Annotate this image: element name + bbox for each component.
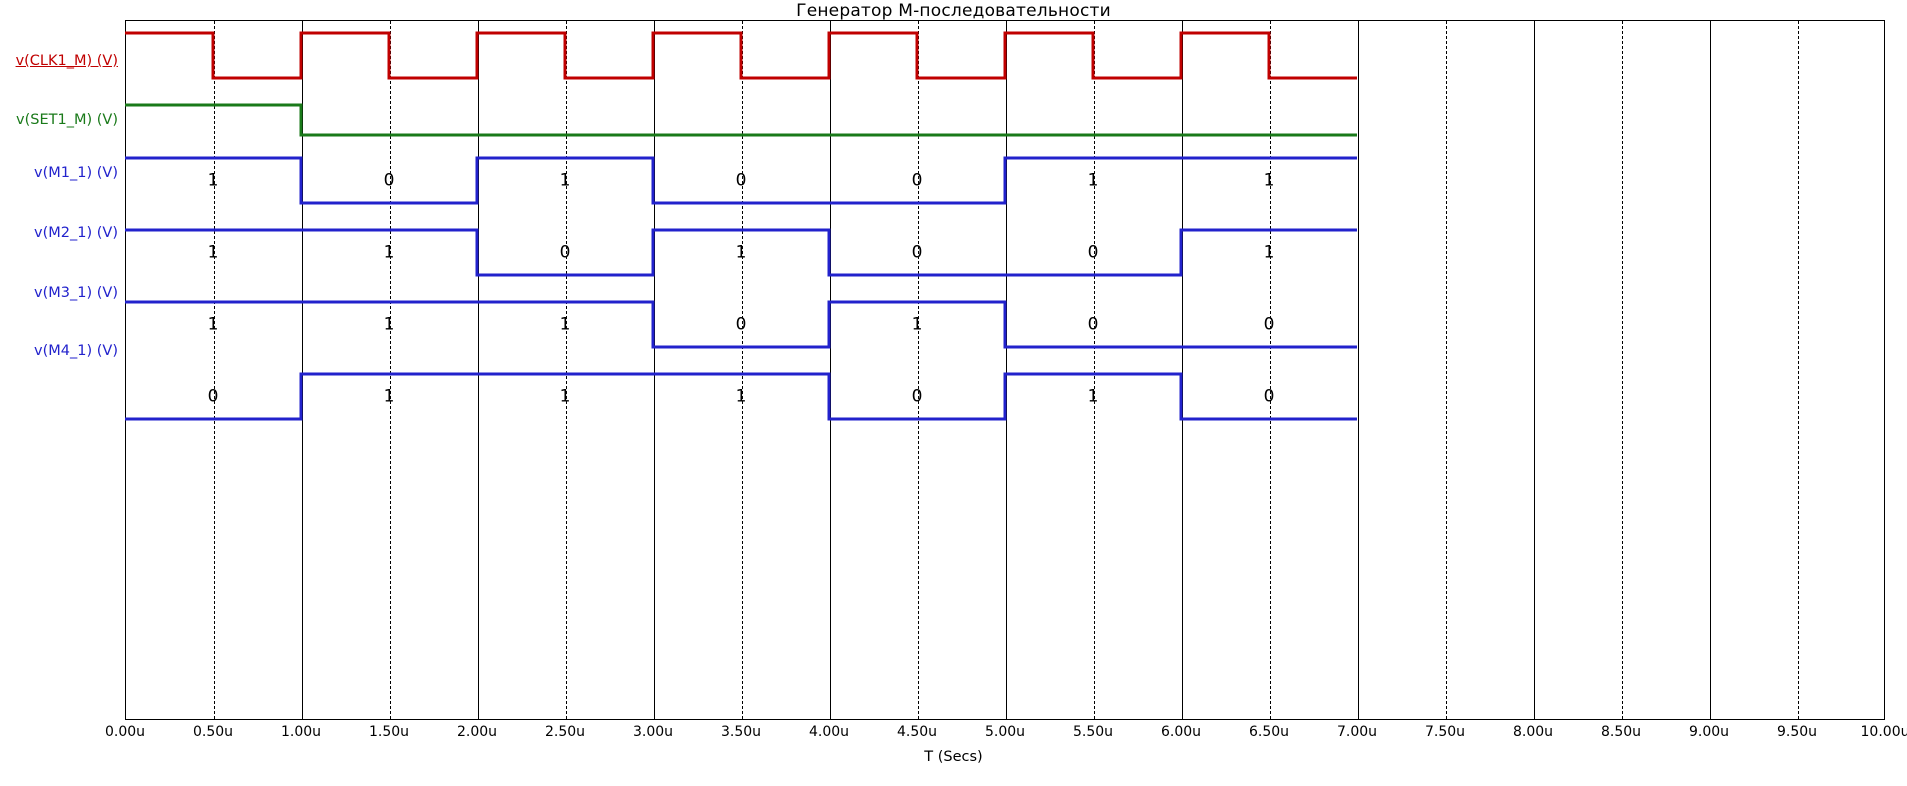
- bit-value: 0: [1087, 242, 1099, 262]
- bit-value: 0: [735, 170, 747, 190]
- x-tick-label: 9.50u: [1776, 724, 1818, 740]
- signal-label-vm3_1v[interactable]: v(M3_1) (V): [34, 285, 118, 301]
- signal-label-vm1_1v[interactable]: v(M1_1) (V): [34, 165, 118, 181]
- bit-value: 0: [1263, 386, 1275, 406]
- x-tick-label: 3.00u: [632, 724, 674, 740]
- x-tick-label: 2.50u: [544, 724, 586, 740]
- gridline-major: [830, 21, 831, 719]
- bit-value: 0: [559, 242, 571, 262]
- x-tick-label: 6.00u: [1160, 724, 1202, 740]
- x-tick-label: 3.50u: [720, 724, 762, 740]
- bit-value: 0: [911, 242, 923, 262]
- signal-label-vset1_mv[interactable]: v(SET1_M) (V): [16, 112, 118, 128]
- gridline-major: [478, 21, 479, 719]
- bit-value: 1: [735, 242, 747, 262]
- bit-value: 1: [383, 242, 395, 262]
- page-title: Генератор М-последовательности: [796, 1, 1111, 21]
- x-tick-label: 5.50u: [1072, 724, 1114, 740]
- gridline-major: [1006, 21, 1007, 719]
- bit-value: 1: [911, 314, 923, 334]
- bit-value: 0: [911, 170, 923, 190]
- x-tick-label: 7.00u: [1336, 724, 1378, 740]
- x-tick-label: 10.00u: [1860, 724, 1907, 740]
- bit-value: 1: [383, 386, 395, 406]
- x-tick-label: 6.50u: [1248, 724, 1290, 740]
- gridline-minor: [742, 21, 743, 719]
- bit-value: 1: [1263, 170, 1275, 190]
- bit-value: 1: [559, 314, 571, 334]
- bit-value: 0: [1263, 314, 1275, 334]
- x-axis-title: T (Secs): [924, 749, 983, 765]
- x-tick-label: 5.00u: [984, 724, 1026, 740]
- signal-label-vm4_1v[interactable]: v(M4_1) (V): [34, 343, 118, 359]
- x-tick-label: 8.50u: [1600, 724, 1642, 740]
- bit-value: 0: [383, 170, 395, 190]
- bit-value: 0: [911, 386, 923, 406]
- bit-value: 0: [207, 386, 219, 406]
- plot-area[interactable]: [125, 20, 1885, 720]
- gridline-minor: [1270, 21, 1271, 719]
- bit-value: 1: [207, 242, 219, 262]
- gridline-major: [1534, 21, 1535, 719]
- x-tick-label: 8.00u: [1512, 724, 1554, 740]
- gridline-minor: [566, 21, 567, 719]
- bit-value: 1: [1087, 386, 1099, 406]
- gridline-major: [654, 21, 655, 719]
- gridline-minor: [1622, 21, 1623, 719]
- signal-label-vclk1_mv[interactable]: v(CLK1_M) (V): [15, 53, 118, 69]
- bit-value: 1: [1087, 170, 1099, 190]
- bit-value: 0: [735, 314, 747, 334]
- gridline-major: [1710, 21, 1711, 719]
- x-tick-label: 1.50u: [368, 724, 410, 740]
- bit-value: 1: [1263, 242, 1275, 262]
- gridline-minor: [1798, 21, 1799, 719]
- x-tick-label: 9.00u: [1688, 724, 1730, 740]
- x-tick-label: 4.50u: [896, 724, 938, 740]
- x-tick-label: 2.00u: [456, 724, 498, 740]
- x-tick-label: 1.00u: [280, 724, 322, 740]
- gridline-major: [1358, 21, 1359, 719]
- gridline-minor: [1446, 21, 1447, 719]
- x-tick-label: 4.00u: [808, 724, 850, 740]
- bit-value: 1: [207, 314, 219, 334]
- bit-value: 1: [735, 386, 747, 406]
- gridline-major: [302, 21, 303, 719]
- bit-value: 1: [207, 170, 219, 190]
- x-tick-label: 0.00u: [104, 724, 146, 740]
- x-tick-label: 7.50u: [1424, 724, 1466, 740]
- bit-value: 1: [559, 170, 571, 190]
- signal-label-vm2_1v[interactable]: v(M2_1) (V): [34, 225, 118, 241]
- gridline-minor: [390, 21, 391, 719]
- gridline-minor: [214, 21, 215, 719]
- bit-value: 1: [383, 314, 395, 334]
- gridline-major: [1182, 21, 1183, 719]
- x-tick-label: 0.50u: [192, 724, 234, 740]
- bit-value: 0: [1087, 314, 1099, 334]
- gridline-minor: [918, 21, 919, 719]
- bit-value: 1: [559, 386, 571, 406]
- gridline-minor: [1094, 21, 1095, 719]
